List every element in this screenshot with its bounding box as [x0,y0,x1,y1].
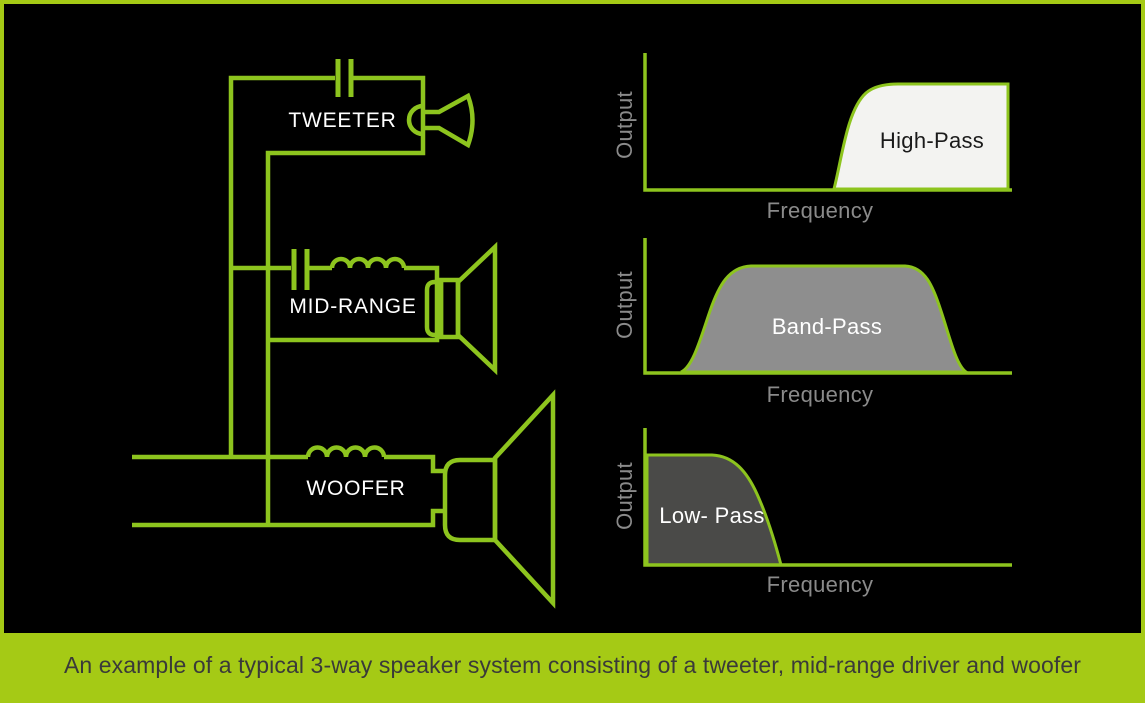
tweeter-loop-wire [265,75,426,525]
band-pass-y-axis-label: Output [612,271,637,339]
circuit-schematic [132,59,556,609]
cone-speaker-icon [424,241,498,376]
midrange-label: MID-RANGE [289,295,417,318]
capacitor-icon [291,249,310,290]
bus-wire-positive [228,75,335,457]
woofer-input-wire-bottom [132,508,446,528]
low-pass-y-axis-label: Output [612,462,637,530]
cone-speaker-icon [442,389,556,609]
high-pass-y-axis-label: Output [612,91,637,159]
horn-tweeter-icon [406,92,475,149]
high-pass-curve-area [832,82,1010,191]
band-pass-curve-area [680,264,971,374]
band-pass-axes [643,238,1012,375]
capacitor-icon [335,59,354,97]
low-pass-chart [643,428,1012,567]
high-pass-x-axis-label: Frequency [766,198,874,223]
high-pass-curve-label: High-Pass [879,128,985,153]
woofer-label: WOOFER [306,477,406,500]
high-pass-chart [643,53,1012,192]
caption-strip: An example of a typical 3-way speaker sy… [0,633,1145,703]
low-pass-curve-label: Low- Pass [659,503,765,528]
low-pass-x-axis-label: Frequency [766,572,874,597]
low-pass-axes [643,428,1012,567]
high-pass-axes [643,53,1012,192]
inductor-coil-icon [305,445,387,458]
band-pass-x-axis-label: Frequency [766,382,874,407]
low-pass-curve-area [645,453,783,567]
band-pass-chart [643,238,1012,375]
tweeter-label: TWEETER [288,109,397,132]
inductor-coil-icon [329,256,407,269]
woofer-wire-top-tab [384,454,446,474]
midrange-loop-wire [268,265,440,343]
caption-text: An example of a typical 3-way speaker sy… [63,651,1082,678]
band-pass-curve-label: Band-Pass [771,314,883,339]
filter-charts [643,53,1012,567]
